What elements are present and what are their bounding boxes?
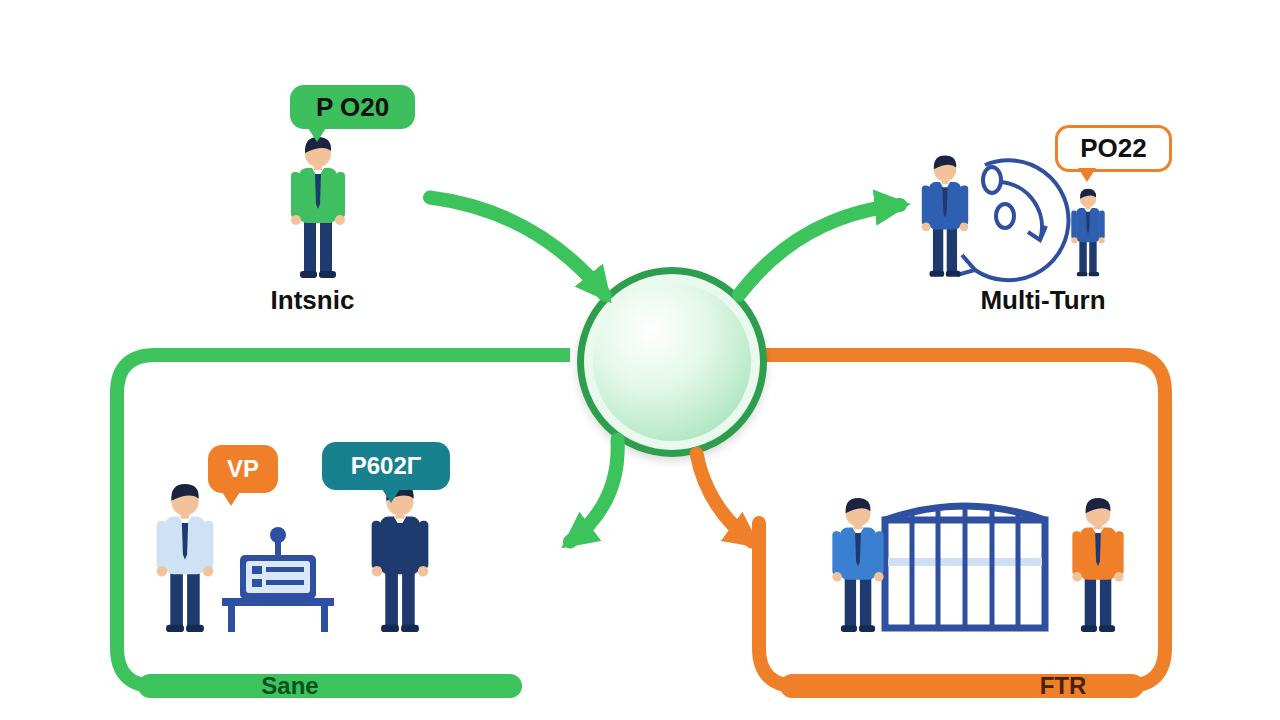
group-label: Multi-Turn	[948, 285, 1138, 316]
bubble-text: VP	[227, 454, 259, 484]
flow-arrow	[430, 198, 605, 295]
speech-bubble: P O20	[290, 85, 415, 129]
bubble-text: PO22	[1080, 133, 1147, 164]
bubble-tail	[382, 489, 400, 503]
group-band: Sane VP P602Γ	[110, 348, 570, 700]
group-label: Intsnic	[230, 285, 395, 316]
bubble-tail	[222, 492, 240, 506]
group-region: Intsnic P O20	[230, 80, 430, 315]
bubble-tail	[1078, 168, 1096, 182]
group-label: Sane	[230, 671, 350, 701]
speech-bubble: P602Γ	[322, 442, 450, 490]
band-outline	[752, 348, 1172, 700]
speech-bubble: VP	[208, 445, 278, 493]
speech-bubble: PO22	[1055, 125, 1172, 172]
band-line	[117, 355, 570, 686]
bubble-text: P O20	[316, 92, 389, 123]
band-outline	[110, 348, 570, 700]
band-line	[752, 355, 1165, 686]
band-line	[150, 674, 510, 698]
group-label: FTR	[1003, 671, 1123, 701]
group-region: Multi-Turn PO22	[900, 90, 1175, 320]
bubble-tail	[308, 128, 326, 142]
flow-arrow	[697, 454, 752, 542]
flow-arrow	[739, 205, 900, 295]
hub-circle	[577, 267, 767, 457]
bubble-text: P602Γ	[351, 451, 421, 481]
flow-arrow	[570, 440, 618, 542]
group-band: FTR	[752, 348, 1172, 700]
